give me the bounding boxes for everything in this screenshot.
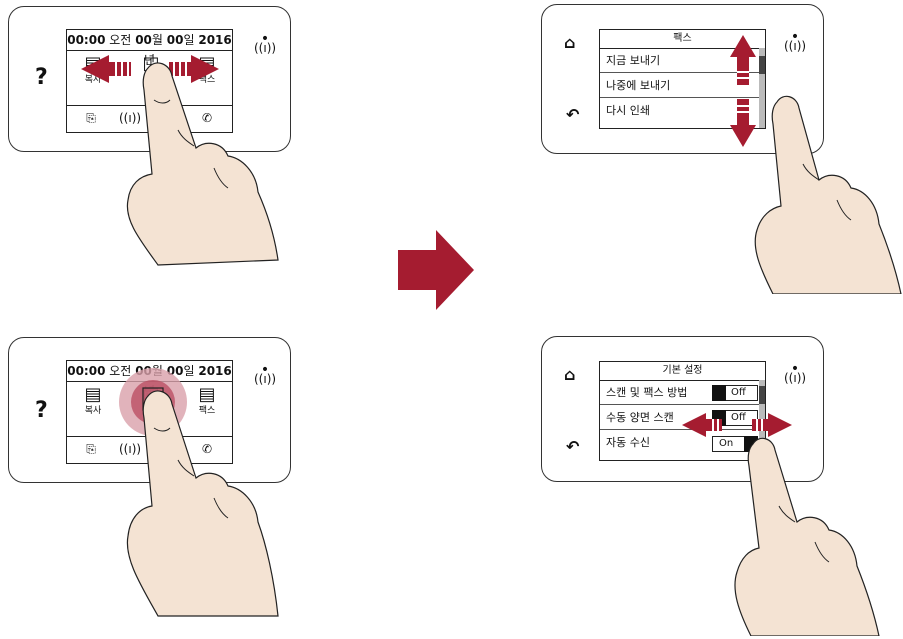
menu-item-send-now[interactable]: 지금 보내기: [600, 49, 761, 73]
setting-label: 스캔 및 팩스 방법: [606, 386, 688, 399]
hand-illustration: [126, 390, 279, 617]
app-copy[interactable]: ▤ 복사: [77, 385, 109, 417]
setting-row: 자동 수신: [600, 431, 761, 455]
scroll-thumb[interactable]: [759, 386, 765, 404]
copies-icon[interactable]: ⎘: [86, 442, 96, 456]
home-icon[interactable]: ⌂: [564, 33, 576, 52]
home-icon[interactable]: ⌂: [564, 365, 576, 384]
back-icon[interactable]: ↶: [566, 105, 580, 124]
scroll-thumb[interactable]: [759, 56, 765, 74]
help-button[interactable]: ?: [35, 65, 48, 90]
copy-icon: ▤: [84, 384, 102, 405]
app-fax[interactable]: ▤ 팩스: [191, 385, 223, 417]
phone-icon[interactable]: ✆: [201, 111, 213, 125]
swipe-horizontal-arrows: [81, 55, 219, 83]
status-bar: 00:00 오전 00월 00일 2016년: [67, 30, 232, 67]
setting-label: 자동 수신: [606, 436, 650, 449]
menu-title: 기본 설정: [600, 362, 765, 381]
swipe-vertical-arrows: [730, 35, 756, 147]
next-step-arrow: [398, 230, 474, 310]
hand-illustration: [734, 437, 880, 636]
back-icon[interactable]: ↶: [566, 437, 580, 456]
printer-panel-fax-menu: ⌂ ↶ •((ı)) 팩스 지금 보내기 나중에 보내기 다시 인쇄: [541, 4, 824, 154]
scrollbar[interactable]: [759, 48, 765, 128]
wireless-icon[interactable]: ((ı)): [119, 111, 142, 125]
fax-icon: ▤: [198, 384, 216, 405]
printer-panel-settings: ⌂ ↶ •((ı)) 기본 설정 스캔 및 팩스 방법 Off 수동 양면 스캔…: [541, 336, 824, 482]
swipe-horizontal-arrows: [682, 413, 792, 437]
phone-icon[interactable]: ✆: [201, 442, 213, 456]
hand-illustration: [126, 62, 279, 266]
setting-label: 수동 양면 스캔: [606, 411, 674, 424]
wireless-icon[interactable]: ((ı)): [119, 442, 142, 456]
hand-illustration: [754, 95, 902, 294]
wireless-icon[interactable]: •((ı)): [784, 361, 807, 385]
help-button[interactable]: ?: [35, 398, 48, 423]
copies-icon[interactable]: ⎘: [86, 111, 96, 125]
setting-row: 스캔 및 팩스 방법: [600, 381, 761, 405]
menu-item-reprint[interactable]: 다시 인쇄: [606, 104, 650, 117]
menu-item-send-later[interactable]: 나중에 보내기: [600, 74, 761, 98]
wireless-icon[interactable]: •((ı)): [784, 29, 807, 53]
wireless-icon[interactable]: •((ı)): [254, 362, 277, 386]
menu-title: 팩스: [600, 30, 765, 49]
toggle-switch[interactable]: Off: [712, 385, 758, 401]
setting-row: 수동 양면 스캔: [600, 406, 761, 430]
wireless-icon[interactable]: •((ı)): [254, 31, 277, 55]
